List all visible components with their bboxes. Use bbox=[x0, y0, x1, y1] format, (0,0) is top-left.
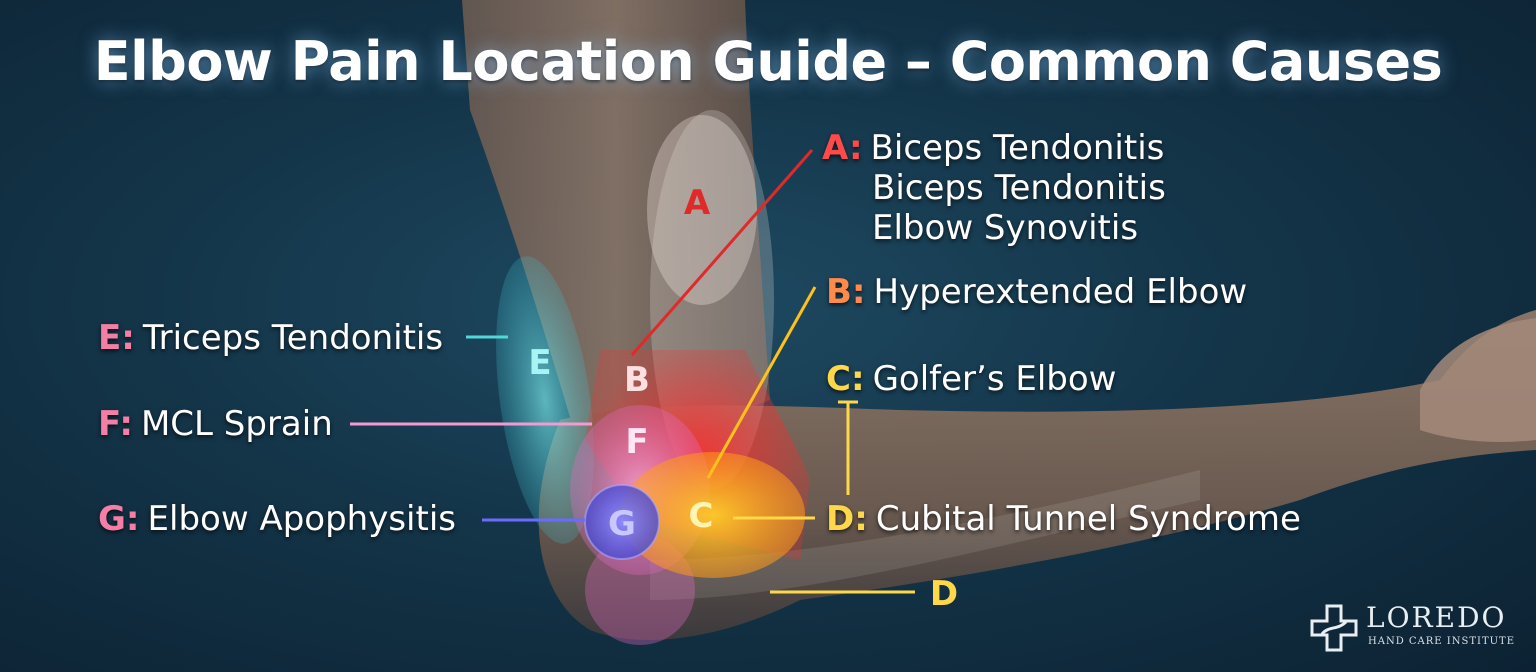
zone-letter-f: F bbox=[625, 422, 648, 462]
label-e: E:Triceps Tendonitis bbox=[98, 318, 443, 358]
label-f-text: MCL Sprain bbox=[140, 404, 333, 444]
zone-a-region bbox=[647, 115, 757, 305]
label-a-line-3: Elbow Synovitis bbox=[872, 208, 1139, 248]
logo-name: LOREDO bbox=[1366, 601, 1507, 634]
forearm-bone bbox=[650, 470, 1200, 600]
hand bbox=[1420, 318, 1536, 442]
label-g-key: G: bbox=[98, 499, 140, 539]
leader-line-a bbox=[630, 149, 814, 356]
zone-letter-b: B bbox=[624, 360, 650, 400]
label-b-text: Hyperextended Elbow bbox=[873, 272, 1248, 312]
zone-letter-g: G bbox=[608, 504, 636, 544]
zone-letter-e: E bbox=[528, 343, 551, 383]
label-d-key: D: bbox=[826, 499, 868, 539]
zone-letter-d: D bbox=[930, 574, 958, 614]
label-e-text: Triceps Tendonitis bbox=[142, 318, 444, 358]
label-a: A:Biceps Tendonitis Biceps Tendonitis El… bbox=[822, 128, 1166, 248]
label-g-text: Elbow Apophysitis bbox=[147, 499, 456, 539]
label-b: B:Hyperextended Elbow bbox=[826, 272, 1247, 312]
medical-cross-icon bbox=[1310, 604, 1358, 652]
brand-logo: LOREDO HAND CARE INSTITUTE bbox=[1310, 600, 1520, 656]
label-g: G:Elbow Apophysitis bbox=[98, 499, 456, 539]
label-e-key: E: bbox=[98, 318, 135, 358]
label-c-text: Golfer’s Elbow bbox=[872, 359, 1117, 399]
label-d-text: Cubital Tunnel Syndrome bbox=[875, 499, 1301, 539]
zone-letter-c: C bbox=[689, 496, 714, 536]
zone-c-region bbox=[621, 452, 805, 578]
label-a-line-1: Biceps Tendonitis bbox=[870, 128, 1165, 168]
label-f-key: F: bbox=[98, 404, 133, 444]
zone-e-region bbox=[496, 256, 594, 544]
label-f: F:MCL Sprain bbox=[98, 404, 333, 444]
page-title: Elbow Pain Location Guide – Common Cause… bbox=[93, 30, 1443, 93]
label-c-key: C: bbox=[826, 359, 865, 399]
label-a-line-2: Biceps Tendonitis bbox=[872, 168, 1166, 208]
label-c: C:Golfer’s Elbow bbox=[826, 359, 1116, 399]
leader-line-b bbox=[706, 286, 817, 479]
label-d: D:Cubital Tunnel Syndrome bbox=[826, 499, 1301, 539]
label-b-key: B: bbox=[826, 272, 866, 312]
label-a-key: A: bbox=[822, 128, 863, 168]
logo-subtitle: HAND CARE INSTITUTE bbox=[1368, 636, 1516, 647]
zone-g-region bbox=[584, 484, 660, 560]
zone-letter-a: A bbox=[684, 183, 711, 223]
forearm bbox=[538, 310, 1536, 640]
